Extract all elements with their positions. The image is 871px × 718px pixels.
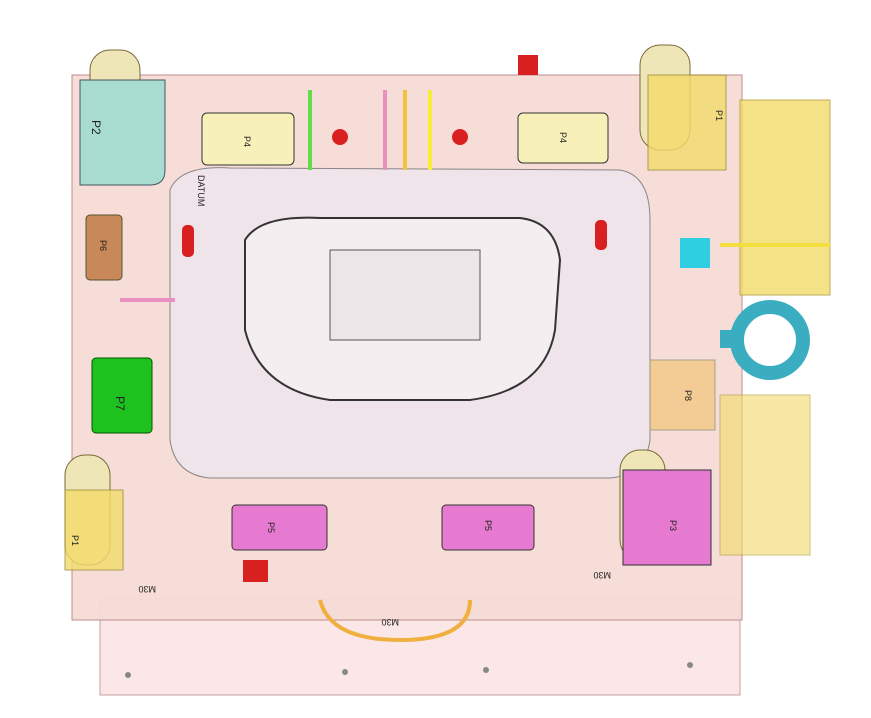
plate-p4-left: P4 — [201, 112, 295, 166]
center-pocket — [329, 249, 481, 341]
plate-label: P2 — [89, 120, 103, 135]
plate-label: P5 — [266, 522, 276, 533]
plate-label: P4 — [242, 136, 252, 147]
cyan-block — [680, 238, 710, 268]
eyebolt — [720, 300, 810, 380]
plate-p6: P6 — [85, 214, 123, 281]
plate-label: P5 — [483, 520, 493, 531]
plate-p2: P2 — [79, 79, 166, 186]
plate-p5-left: P5 — [231, 504, 328, 551]
plate-label: P8 — [683, 390, 693, 401]
plate-p8: P8 — [649, 359, 716, 431]
cooling-lines — [120, 90, 830, 643]
plate-p3: P3 — [622, 469, 712, 566]
plate-label: P3 — [668, 520, 678, 531]
plate-label: P7 — [113, 396, 127, 411]
side-slide-block-lower — [719, 394, 811, 556]
side-slide-block — [739, 99, 831, 296]
m30-engraving: M30 — [381, 617, 399, 627]
plate-label: P1 — [714, 110, 724, 121]
plate-p5-right: P5 — [441, 504, 535, 551]
datum-engraving: DATUM — [196, 175, 206, 206]
plate-label: P4 — [558, 132, 568, 143]
plate-p1-left: P1 — [64, 489, 124, 571]
m30-engraving-right: M30 — [593, 570, 611, 580]
m30-engraving-left: M30 — [138, 584, 156, 594]
plate-label: P6 — [98, 240, 108, 251]
stop-pins — [182, 55, 607, 582]
plate-p7: P7 — [91, 357, 153, 434]
clamp-bolts — [125, 662, 693, 678]
plate-p4-right: P4 — [517, 112, 609, 164]
plate-p1-right: P1 — [647, 74, 727, 171]
plate-label: P1 — [70, 535, 80, 546]
